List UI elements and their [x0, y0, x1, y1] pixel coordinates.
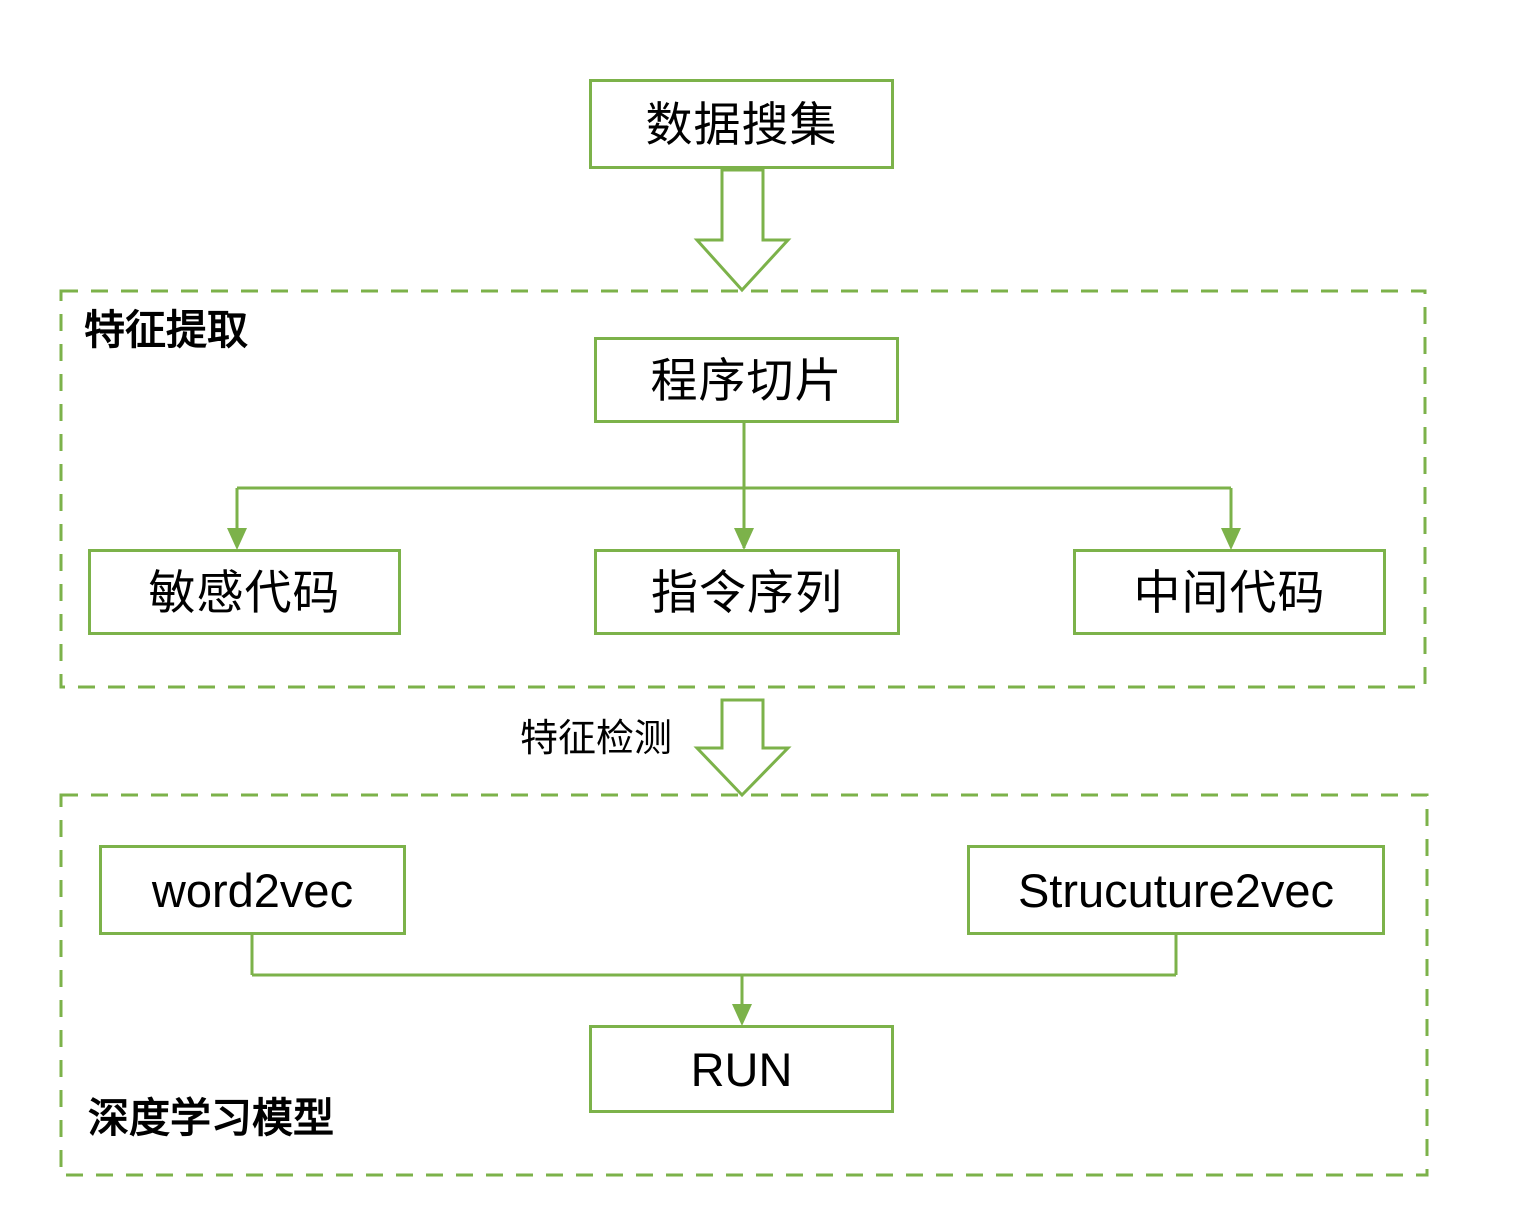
group-frame-feature-extraction: [59, 289, 1427, 689]
node-program-slicing[interactable]: 程序切片: [594, 337, 899, 423]
merge-connector-to-run: [250, 935, 1178, 1015]
node-run-label: RUN: [690, 1042, 793, 1096]
node-word2vec-label: word2vec: [151, 863, 354, 917]
node-intermediate-code[interactable]: 中间代码: [1073, 549, 1386, 635]
node-structure2vec[interactable]: Strucuture2vec: [967, 845, 1385, 935]
node-intermediate-code-label: 中间代码: [1133, 565, 1326, 619]
block-arrow-extraction-to-model: [693, 698, 792, 798]
node-sensitive-code-label: 敏感代码: [148, 565, 341, 619]
arrowhead-to-sensitive-code: [227, 528, 247, 550]
arrowhead-to-intermediate-code: [1221, 528, 1241, 550]
node-run[interactable]: RUN: [589, 1025, 894, 1113]
group-title-deep-learning-model: 深度学习模型: [88, 1095, 334, 1141]
group-title-feature-extraction: 特征提取: [84, 307, 248, 353]
node-data-collection-label: 数据搜集: [645, 97, 838, 151]
arrowhead-to-instruction-sequence: [734, 528, 754, 550]
arrowhead-to-run: [732, 1004, 752, 1026]
block-arrow-collection-to-extraction: [693, 168, 792, 293]
branch-connector-slicing: [235, 422, 1233, 548]
node-structure2vec-label: Strucuture2vec: [1017, 863, 1335, 917]
node-instruction-sequence-label: 指令序列: [651, 565, 843, 619]
node-sensitive-code[interactable]: 敏感代码: [88, 549, 401, 635]
node-word2vec[interactable]: word2vec: [99, 845, 406, 935]
node-program-slicing-label: 程序切片: [650, 353, 843, 407]
edge-label-feature-detection: 特征检测: [520, 718, 673, 760]
node-data-collection[interactable]: 数据搜集: [589, 79, 894, 169]
node-instruction-sequence[interactable]: 指令序列: [594, 549, 900, 635]
group-frame-deep-learning: [59, 793, 1429, 1177]
